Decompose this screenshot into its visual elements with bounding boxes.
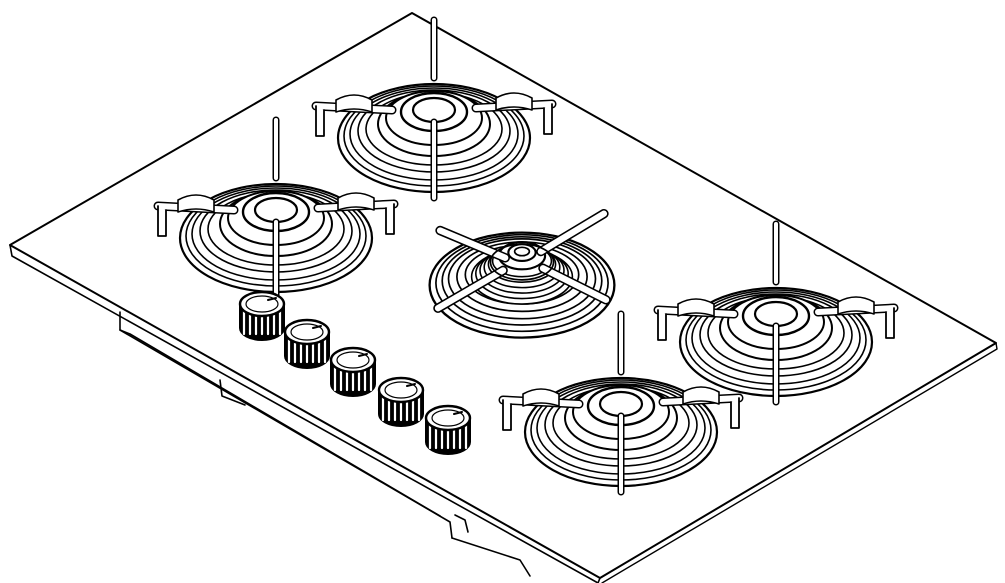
grate-foot [385, 203, 395, 235]
grate-arm-inner [537, 210, 608, 255]
knob-indicator [267, 297, 277, 301]
burner-front-center [498, 310, 744, 496]
grate-rib [177, 194, 215, 213]
burner-cap-center [513, 246, 531, 257]
grate-rib [677, 298, 715, 317]
drip-ring [447, 238, 597, 320]
grate-rib [837, 296, 875, 315]
knob-indicator [358, 353, 368, 357]
knob-top-rim [336, 351, 370, 369]
knob-indicator [312, 325, 322, 329]
knob-indicator [406, 383, 416, 387]
drip-ring [441, 235, 603, 326]
grate-rib [495, 92, 533, 111]
grate-arm-inner [434, 267, 507, 312]
knob-top-rim [290, 323, 324, 341]
grate-foot [315, 105, 325, 137]
burner-rear-center [311, 16, 557, 202]
grate-rib [337, 192, 375, 211]
drip-ring [435, 233, 609, 333]
burner-cap-center [598, 390, 644, 418]
burners-group [153, 16, 899, 496]
grate-foot [502, 399, 512, 431]
grate-arm-inner [539, 265, 610, 303]
burner-cap-center [253, 196, 299, 224]
grate-foot [885, 307, 895, 339]
knob-top-rim [431, 409, 465, 427]
hob-chassis [119, 311, 531, 577]
control-knob-4[interactable] [377, 376, 425, 427]
knob-indicator [453, 411, 463, 415]
grate-rib [335, 94, 373, 113]
control-knob-5[interactable] [424, 404, 472, 455]
grate-foot [543, 103, 553, 135]
grate-foot [730, 397, 740, 429]
burner-center-wok [428, 208, 616, 339]
burner-cap-center [411, 96, 457, 124]
control-knob-1[interactable] [238, 290, 286, 341]
knob-top-rim [245, 295, 279, 313]
grate-foot [657, 309, 667, 341]
control-knob-3[interactable] [329, 346, 377, 397]
grate-rib [522, 388, 560, 407]
control-knobs-group [238, 290, 472, 455]
grate-rib [682, 386, 720, 405]
control-knob-2[interactable] [283, 318, 331, 369]
grate-foot [157, 205, 167, 237]
burner-right [653, 220, 899, 406]
burner-cap-center [753, 300, 799, 328]
knob-top-rim [384, 381, 418, 399]
burner-left [153, 116, 399, 302]
wok-inner-ring [489, 243, 555, 281]
